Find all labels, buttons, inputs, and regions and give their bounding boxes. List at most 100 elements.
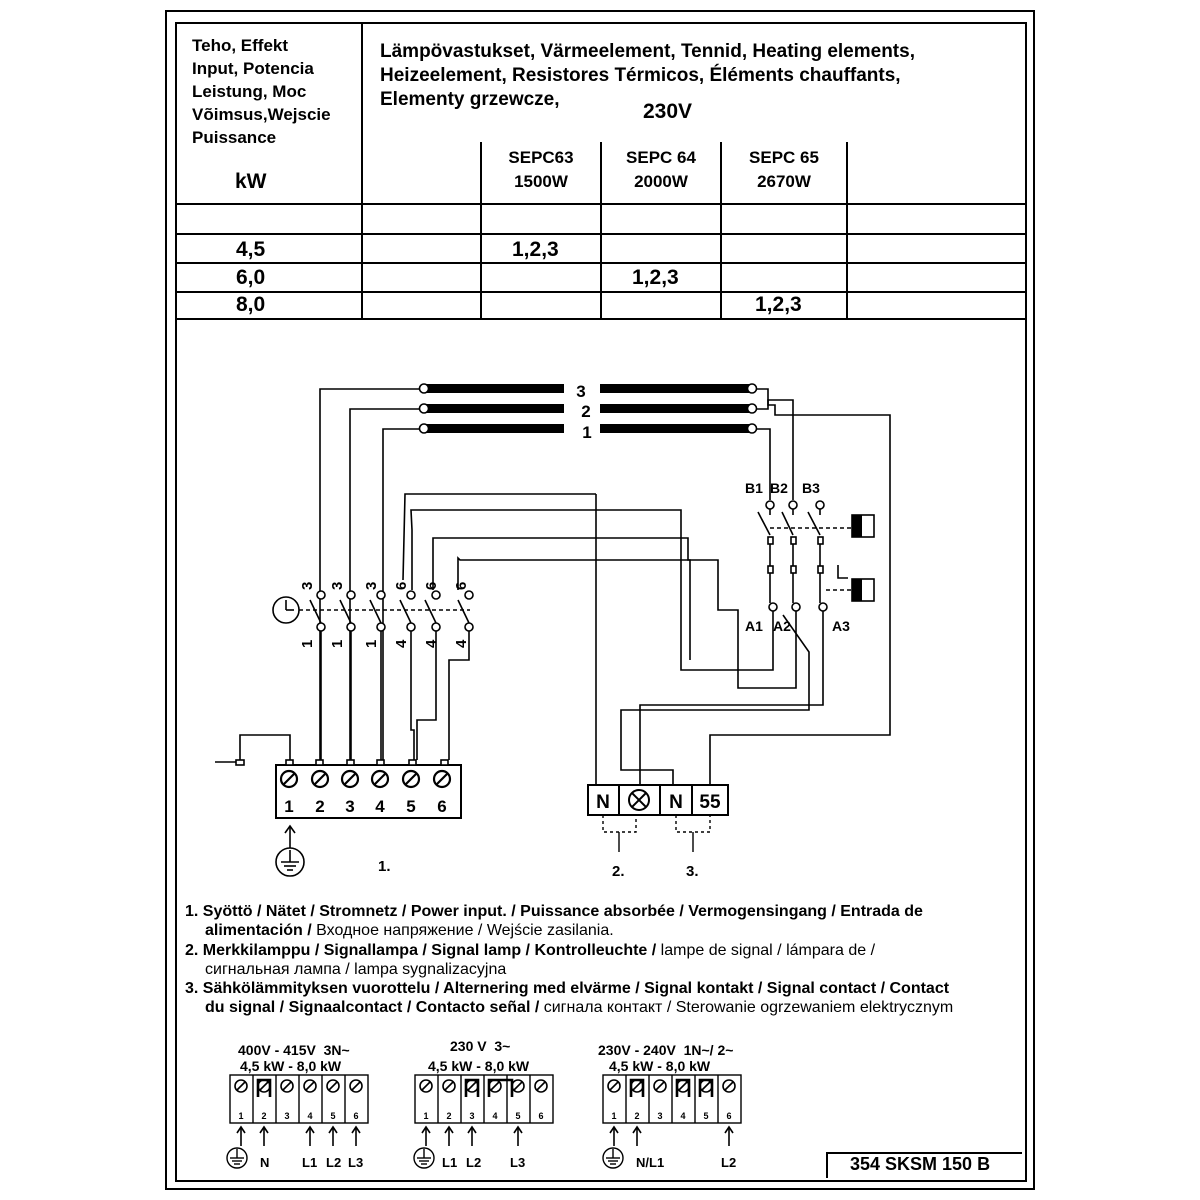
conn2-label: L1 xyxy=(442,1155,457,1170)
terminal-block xyxy=(235,759,462,819)
row-value-sepc65: 1,2,3 xyxy=(755,293,802,316)
conn3-voltage: 230V - 240V 1N~/ 2~ xyxy=(598,1042,733,1058)
contactor-top-label: B3 xyxy=(802,480,820,496)
conn2-label: L3 xyxy=(510,1155,525,1170)
note-text: alimentación / xyxy=(205,922,312,939)
switch-bottom-number: 1 xyxy=(299,640,316,648)
signal-terminals xyxy=(587,784,729,816)
conn2-voltage: 230 V 3~ xyxy=(450,1038,510,1054)
contactor-bottom-label: A1 xyxy=(745,618,763,634)
heading-line: Elementy grzewcze, xyxy=(380,89,560,110)
elements-heading: Lämpövastukset, Värmeelement, Tennid, He… xyxy=(380,40,915,112)
signal-terminal-55: 55 xyxy=(699,792,721,813)
terminal-number: 5 xyxy=(406,797,415,816)
conn1-label: N xyxy=(260,1155,269,1170)
note-text: Sähkölämmityksen vuorottelu / Alternerin… xyxy=(202,980,950,997)
model-sepc63: SEPC63 1500W xyxy=(482,146,600,194)
note-text-plain: Входное напряжение / Wejście zasilania. xyxy=(311,922,614,939)
row-value-sepc64: 1,2,3 xyxy=(632,266,679,289)
note-number: 1. xyxy=(185,903,199,920)
conn-terminal-number: 4 xyxy=(680,1111,685,1121)
coil-symbols xyxy=(851,514,875,602)
power-header-line: Leistung, Moc xyxy=(192,82,307,101)
power-unit: kW xyxy=(235,170,267,193)
model-watts: 2670W xyxy=(757,172,811,191)
contactor-bottom-label: A3 xyxy=(832,618,850,634)
conn3-power: 4,5 kW - 8,0 kW xyxy=(609,1058,711,1074)
contactor-top-label: B1 xyxy=(745,480,763,496)
terminal-number: 1 xyxy=(284,797,293,816)
switch-top-number: 3 xyxy=(329,582,346,590)
conn2-label: L2 xyxy=(466,1155,481,1170)
callout-2: 2. xyxy=(612,863,625,880)
heading-line: Lämpövastukset, Värmeelement, Tennid, He… xyxy=(380,41,915,62)
document-code-box xyxy=(826,1152,1022,1178)
lamp-icon xyxy=(628,789,650,811)
terminal-number: 3 xyxy=(345,797,354,816)
conn-terminal-number: 5 xyxy=(515,1111,520,1121)
signal-terminal-n1: N xyxy=(596,792,610,813)
callout-1: 1. xyxy=(378,858,391,875)
power-header-line: Puissance xyxy=(192,128,277,147)
conn-terminal-number: 2 xyxy=(261,1111,266,1121)
note-number: 3. xyxy=(185,980,199,997)
model-watts: 2000W xyxy=(634,172,688,191)
switch-bottom-number: 4 xyxy=(453,639,470,648)
conn-terminal-number: 4 xyxy=(307,1111,312,1121)
note-text: Syöttö / Nätet / Stromnetz / Power input… xyxy=(202,903,923,920)
contactor xyxy=(757,500,855,612)
switch-bottom-number: 4 xyxy=(423,639,440,648)
switch-bottom-number: 1 xyxy=(329,640,346,648)
element-number: 3 xyxy=(576,382,585,401)
switch-top-number: 6 xyxy=(393,582,410,590)
note-text-plain: lampe de signal / lámpara de / xyxy=(656,942,876,959)
conn-terminal-number: 3 xyxy=(469,1111,474,1121)
switch-bottom-number: 1 xyxy=(363,640,380,648)
switch-top-number: 6 xyxy=(453,582,470,590)
note-number: 2. xyxy=(185,942,199,959)
row-power-4-5: 4,5 xyxy=(236,238,266,261)
model-name: SEPC63 xyxy=(508,148,574,167)
model-watts: 1500W xyxy=(514,172,568,191)
element-number: 1 xyxy=(582,423,591,442)
conn-terminal-number: 4 xyxy=(492,1111,497,1121)
power-header-line: Input, Potencia xyxy=(192,59,314,78)
row-power-8-0: 8,0 xyxy=(236,293,266,316)
terminal-number: 2 xyxy=(315,797,324,816)
power-header: Teho, Effekt Input, Potencia Leistung, M… xyxy=(192,34,331,149)
model-name: SEPC 64 xyxy=(626,148,696,167)
note-text-plain: сигнальная лампа / lampa sygnalizacyjna xyxy=(205,961,507,978)
heading-line: Heizeelement, Resistores Térmicos, Éléme… xyxy=(380,65,901,86)
conn1-power: 4,5 kW - 8,0 kW xyxy=(240,1058,342,1074)
contactor-top-label: B2 xyxy=(770,480,788,496)
conn3-label: L2 xyxy=(721,1155,736,1170)
signal-terminal-n2: N xyxy=(669,792,683,813)
conn-terminal-number: 5 xyxy=(330,1111,335,1121)
model-sepc64: SEPC 64 2000W xyxy=(602,146,720,194)
model-name: SEPC 65 xyxy=(749,148,819,167)
conn1-label: L2 xyxy=(326,1155,341,1170)
model-sepc65: SEPC 65 2670W xyxy=(722,146,846,194)
row-value-sepc63: 1,2,3 xyxy=(512,238,559,261)
inner-frame xyxy=(175,22,1027,1182)
terminal-number: 6 xyxy=(437,797,446,816)
note-text: du signal / Signaalcontact / Contacto se… xyxy=(205,999,540,1016)
conn2-power: 4,5 kW - 8,0 kW xyxy=(428,1058,530,1074)
note-text-plain: сигнала контакт / Sterowanie ogrzewaniem… xyxy=(539,999,954,1016)
switch-bottom-number: 4 xyxy=(393,639,410,648)
conn1-voltage: 400V - 415V 3N~ xyxy=(238,1042,350,1058)
note-text: Merkkilamppu / Signallampa / Signal lamp… xyxy=(202,942,657,959)
timer-switches xyxy=(272,590,474,632)
row-power-6-0: 6,0 xyxy=(236,266,266,289)
switch-top-number: 3 xyxy=(299,582,316,590)
conn-terminal-number: 6 xyxy=(353,1111,358,1121)
outer-frame xyxy=(165,10,1035,1190)
conn-terminal-number: 2 xyxy=(634,1111,639,1121)
conn-terminal-number: 3 xyxy=(657,1111,662,1121)
conn-terminal-number: 1 xyxy=(611,1111,616,1121)
ground-icon xyxy=(226,1147,248,1169)
contactor-bottom-label: A2 xyxy=(773,618,791,634)
note-1: 1. Syöttö / Nätet / Stromnetz / Power in… xyxy=(185,902,923,940)
conn1-label: L3 xyxy=(348,1155,363,1170)
